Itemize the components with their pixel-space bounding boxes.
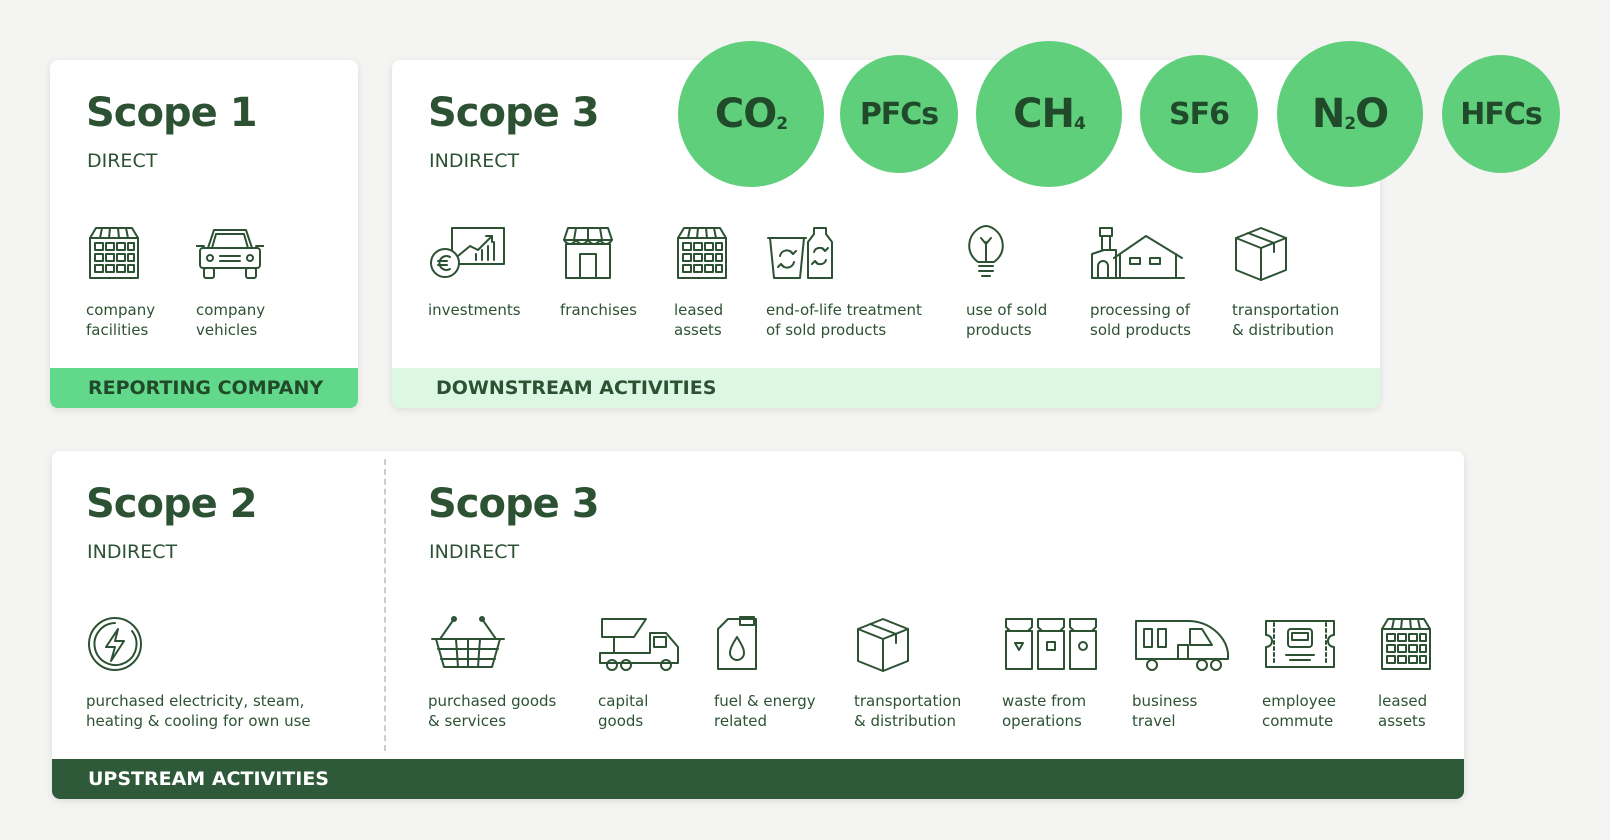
item-company-facilities: company facilities (86, 224, 155, 340)
scope1-title: Scope 1 (86, 90, 258, 136)
scope2-subtitle: INDIRECT (87, 541, 178, 563)
item-label: end-of-life treatment of sold products (766, 301, 922, 339)
item-leased-assets-upstream: leased assets (1378, 615, 1434, 731)
item-waste-from-operations: waste from operations (1002, 615, 1100, 731)
item-label: capital goods (598, 692, 649, 730)
recycle-bins-icon (766, 224, 922, 282)
gas-formula: CO (714, 91, 777, 137)
item-label: purchased electricity, steam, heating & … (86, 692, 311, 730)
item-transportation-distribution-downstream: transportation & distribution (1232, 224, 1339, 340)
item-leased-assets-downstream: leased assets (674, 224, 730, 340)
box-icon (1232, 224, 1339, 282)
item-label: transportation & distribution (1232, 301, 1340, 339)
crane-truck-icon (598, 615, 682, 673)
item-investments: investments (428, 224, 521, 320)
item-label: leased assets (674, 301, 724, 339)
scope3-upstream-title: Scope 3 (428, 481, 600, 527)
item-label: transportation & distribution (854, 692, 962, 730)
waste-bins-icon (1002, 615, 1100, 673)
scope1-subtitle: DIRECT (87, 150, 158, 172)
scope1-card: Scope 1 DIRECT company facilities (50, 60, 358, 408)
item-purchased-goods: purchased goods & services (428, 615, 556, 731)
gas-formula: SF6 (1169, 96, 1230, 132)
storefront-icon (560, 224, 637, 282)
item-label: leased assets (1378, 692, 1428, 730)
commute-ticket-icon (1262, 615, 1338, 673)
downstream-activities-bar: DOWNSTREAM ACTIVITIES (392, 368, 1380, 408)
building-icon (86, 224, 155, 282)
item-label: company vehicles (196, 301, 266, 339)
scope3-upstream-subtitle: INDIRECT (429, 541, 520, 563)
item-label: investments (428, 301, 521, 319)
gas-formula: HFCs (1460, 96, 1542, 132)
gas-subscript: 2 (776, 114, 788, 134)
section-divider (384, 459, 386, 751)
item-purchased-electricity: purchased electricity, steam, heating & … (86, 615, 311, 731)
fuel-canister-icon (714, 615, 816, 673)
item-label: company facilities (86, 301, 156, 339)
upstream-card: Scope 2 INDIRECT purchased electricity, … (52, 451, 1464, 799)
item-employee-commute: employee commute (1262, 615, 1338, 731)
scope3-downstream-title: Scope 3 (428, 90, 600, 136)
train-icon (1132, 615, 1232, 673)
item-business-travel: business travel (1132, 615, 1232, 731)
shopping-basket-icon (428, 615, 556, 673)
item-label: business travel (1132, 692, 1198, 730)
gas-formula-suffix: O (1355, 91, 1389, 137)
lightbulb-icon (966, 224, 1047, 282)
box-icon (854, 615, 961, 673)
building-icon (674, 224, 730, 282)
item-label: purchased goods & services (428, 692, 557, 730)
item-transportation-distribution-upstream: transportation & distribution (854, 615, 961, 731)
upstream-activities-label: UPSTREAM ACTIVITIES (88, 768, 329, 790)
item-processing-of-sold-products: processing of sold products (1090, 224, 1191, 340)
gas-pfcs: PFCs (840, 55, 958, 173)
item-label: waste from operations (1002, 692, 1087, 730)
item-label: employee commute (1262, 692, 1337, 730)
gas-formula: N (1311, 91, 1345, 137)
gas-subscript: 2 (1344, 114, 1356, 134)
car-icon (196, 224, 265, 282)
item-end-of-life: end-of-life treatment of sold products (766, 224, 922, 340)
item-label: processing of sold products (1090, 301, 1191, 339)
item-label: use of sold products (966, 301, 1048, 339)
item-fuel-energy: fuel & energy related (714, 615, 816, 731)
item-company-vehicles: company vehicles (196, 224, 265, 340)
electricity-icon (86, 615, 311, 673)
building-icon (1378, 615, 1434, 673)
gas-subscript: 4 (1074, 114, 1086, 134)
gas-sf6: SF6 (1140, 55, 1258, 173)
factory-icon (1090, 224, 1191, 282)
investment-chart-icon (428, 224, 521, 282)
item-franchises: franchises (560, 224, 637, 320)
reporting-company-bar: REPORTING COMPANY (50, 368, 358, 408)
upstream-activities-bar: UPSTREAM ACTIVITIES (52, 759, 1464, 799)
downstream-activities-label: DOWNSTREAM ACTIVITIES (436, 377, 717, 399)
gas-hfcs: HFCs (1442, 55, 1560, 173)
gas-formula: PFCs (859, 96, 939, 132)
gas-formula: CH (1013, 91, 1075, 137)
item-capital-goods: capital goods (598, 615, 682, 731)
reporting-company-label: REPORTING COMPANY (88, 377, 324, 399)
item-label: fuel & energy related (714, 692, 816, 730)
item-use-of-sold-products: use of sold products (966, 224, 1047, 340)
item-label: franchises (560, 301, 637, 319)
scope2-title: Scope 2 (86, 481, 258, 527)
scope3-downstream-subtitle: INDIRECT (429, 150, 520, 172)
